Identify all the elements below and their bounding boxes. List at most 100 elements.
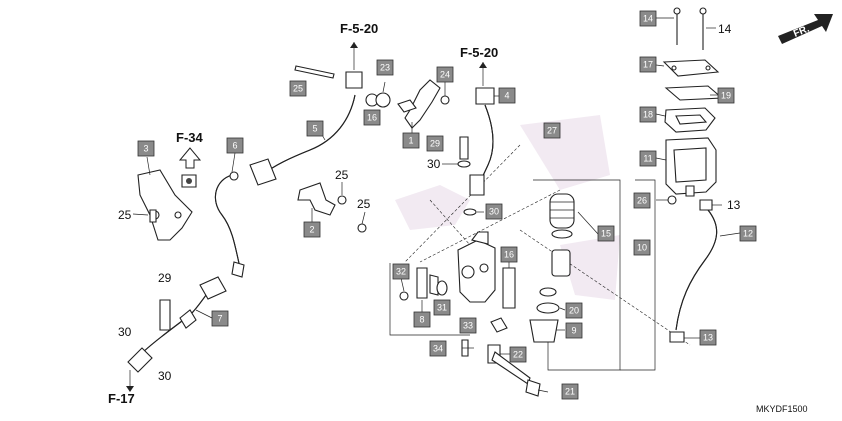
assembly-frames xyxy=(389,144,691,371)
label-6: 6 xyxy=(226,137,244,154)
label-11: 11 xyxy=(639,150,657,167)
label-4: 4 xyxy=(498,87,516,104)
bolt-27 xyxy=(656,195,677,205)
diaphragm-19 xyxy=(655,107,716,133)
svg-text:29: 29 xyxy=(430,139,440,149)
svg-text:3: 3 xyxy=(143,144,148,154)
svg-text:7: 7 xyxy=(217,314,222,324)
svg-text:4: 4 xyxy=(504,91,509,101)
watermark xyxy=(395,115,620,300)
label-14-box: 14 xyxy=(639,10,657,27)
label-29: 29 xyxy=(426,135,444,152)
svg-text:9: 9 xyxy=(571,326,576,336)
parts-16-33-34 xyxy=(461,262,516,364)
label-28: 27 xyxy=(543,122,561,139)
svg-text:12: 12 xyxy=(743,229,753,239)
label-25-mid: 25 xyxy=(335,168,349,182)
svg-text:33: 33 xyxy=(463,321,473,331)
hose-5 xyxy=(249,42,363,186)
label-23: 22 xyxy=(509,346,527,363)
label-25-lower: 25 xyxy=(357,197,371,211)
parts-17-24 xyxy=(365,81,391,116)
label-27: 26 xyxy=(633,192,651,209)
label-13-upper: 13 xyxy=(727,198,741,212)
bolts-14 xyxy=(656,7,716,50)
svg-text:21: 21 xyxy=(565,387,575,397)
stay-2 xyxy=(297,182,347,222)
bolt-29-washers-30 xyxy=(442,136,484,216)
label-9: 9 xyxy=(565,322,583,339)
label-30-bottom: 30 xyxy=(158,369,172,383)
ref-f-17: F-17 xyxy=(108,391,135,406)
svg-text:6: 6 xyxy=(232,141,237,151)
parts-8-31-32 xyxy=(399,267,448,312)
svg-text:32: 32 xyxy=(396,267,406,277)
svg-text:26: 26 xyxy=(637,196,647,206)
label-26: 25 xyxy=(289,80,307,97)
label-1: 1 xyxy=(402,132,420,149)
svg-text:15: 15 xyxy=(601,229,611,239)
label-22: 21 xyxy=(561,383,579,400)
svg-text:31: 31 xyxy=(437,303,447,313)
svg-text:24: 24 xyxy=(440,70,450,80)
label-13-lower: 13 xyxy=(699,329,717,346)
label-30-left: 30 xyxy=(118,325,132,339)
label-12: 12 xyxy=(739,225,757,242)
label-16: 16 xyxy=(500,246,518,263)
master-cylinder xyxy=(457,231,496,303)
svg-text:16: 16 xyxy=(504,250,514,260)
label-31: 31 xyxy=(433,299,451,316)
bolt-25-lower xyxy=(357,211,367,233)
label-17: 16 xyxy=(363,109,381,126)
svg-text:25: 25 xyxy=(293,84,303,94)
svg-text:8: 8 xyxy=(419,315,424,325)
svg-text:13: 13 xyxy=(703,333,713,343)
ref-f-5-20-right: F-5-20 xyxy=(460,45,498,60)
label-21: 20 xyxy=(565,302,583,319)
label-18: 17 xyxy=(639,56,657,73)
reservoir-11 xyxy=(655,137,717,197)
svg-text:20: 20 xyxy=(569,306,579,316)
label-34: 34 xyxy=(429,340,447,357)
svg-text:10: 10 xyxy=(637,243,647,253)
label-10: 10 xyxy=(633,239,651,256)
label-25-left: 25 xyxy=(118,208,132,222)
label-24: 23 xyxy=(376,59,394,76)
label-3: 3 xyxy=(137,140,155,157)
svg-text:11: 11 xyxy=(643,154,652,164)
ref-f-34: F-34 xyxy=(176,130,204,145)
bracket-3-assembly xyxy=(132,156,193,241)
hose-7 xyxy=(127,276,227,373)
hose-6 xyxy=(214,152,245,278)
svg-text:18: 18 xyxy=(643,110,653,120)
svg-text:2: 2 xyxy=(309,225,314,235)
label-20: 19 xyxy=(717,87,735,104)
diagram-code: MKYDF1500 xyxy=(756,404,808,414)
label-32: 32 xyxy=(392,263,410,280)
svg-text:27: 27 xyxy=(547,126,557,136)
label-14-plain: 14 xyxy=(718,22,732,36)
f34-arrow xyxy=(178,147,202,188)
label-33: 33 xyxy=(459,317,477,334)
hose-12 xyxy=(669,199,741,343)
svg-text:34: 34 xyxy=(433,344,443,354)
front-arrow: FR. xyxy=(778,14,833,44)
label-5: 5 xyxy=(306,120,324,137)
piston-set xyxy=(529,193,599,343)
svg-text:5: 5 xyxy=(312,124,317,134)
cap-18-plate-20 xyxy=(655,59,724,101)
svg-text:14: 14 xyxy=(643,14,653,24)
label-25-top: 24 xyxy=(436,66,454,83)
stay-1 xyxy=(397,79,450,134)
svg-text:1: 1 xyxy=(408,136,413,146)
label-15: 15 xyxy=(597,225,615,242)
label-30-box: 30 xyxy=(485,203,503,220)
svg-text:23: 23 xyxy=(380,63,390,73)
svg-text:16: 16 xyxy=(367,113,377,123)
ref-f-5-20-left: F-5-20 xyxy=(340,21,378,36)
label-8: 8 xyxy=(413,311,431,328)
label-29-left: 29 xyxy=(158,271,172,285)
hose-4 xyxy=(469,62,499,196)
pushrod-22-23 xyxy=(491,351,549,397)
